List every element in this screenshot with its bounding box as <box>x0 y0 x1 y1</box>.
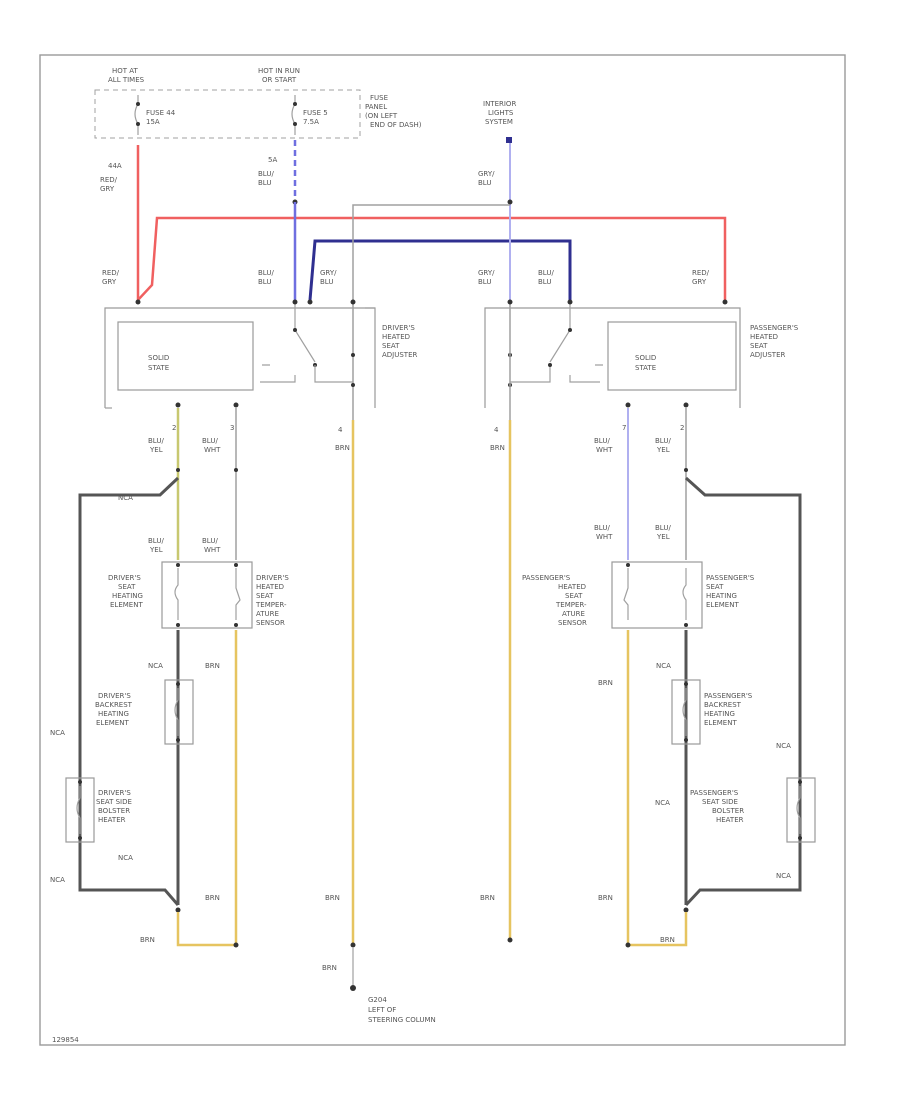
gry-blu-label-right: GRY/ BLU <box>478 269 497 286</box>
wire-5a-label: 5A <box>268 156 277 164</box>
passengers-brn-ground-wire <box>628 912 688 947</box>
drivers-blu-wht-label-2: BLU/ WHT <box>202 537 221 554</box>
drivers-brn-ground-wire <box>176 912 236 947</box>
passengers-solid-state-label: SOLID STATE <box>635 354 659 372</box>
red-gry-wire-drivers <box>136 145 727 304</box>
passengers-nca-label-bottom: NCA <box>776 872 791 880</box>
passengers-backrest-label: PASSENGER'S BACKREST HEATING ELEMENT <box>704 692 754 727</box>
ground-brn-label: BRN <box>322 964 337 972</box>
drivers-nca-label-mid: NCA <box>148 662 163 670</box>
diagram-frame <box>39 54 846 1046</box>
red-gry-label-left: RED/ GRY <box>102 269 121 286</box>
drivers-brn-label-1: BRN <box>335 444 350 452</box>
passengers-pin-7: 7 <box>622 424 626 432</box>
passengers-temp-sensor-label: PASSENGER'S HEATED SEAT TEMPER- ATURE SE… <box>522 574 589 627</box>
passengers-seat-heating-element <box>611 561 703 629</box>
passengers-backrest-heating-element <box>671 679 701 745</box>
passengers-blu-yel-label-1: BLU/ YEL <box>655 437 673 454</box>
drivers-brn-label-5: BRN <box>325 894 340 902</box>
ground-g204-label: G204 LEFT OF STEERING COLUMN <box>368 996 436 1024</box>
drivers-brn-label-3: BRN <box>205 894 220 902</box>
passengers-brn-label-3: BRN <box>598 894 613 902</box>
fuse-panel-label: FUSE PANEL (ON LEFT END OF DASH) <box>365 94 422 129</box>
red-gry-label-right: RED/ GRY <box>692 269 711 286</box>
gry-blu-label-top: GRY/ BLU <box>478 170 497 187</box>
passengers-brn-label-2: BRN <box>598 679 613 687</box>
passengers-nca-label-lower: NCA <box>655 799 670 807</box>
drivers-solid-state-label: SOLID STATE <box>148 354 172 372</box>
passengers-seat-side-bolster-heater <box>786 777 816 843</box>
passengers-blu-wht-label-2: BLU/ WHT <box>594 524 613 541</box>
drivers-pin-3: 3 <box>230 424 234 432</box>
drivers-brn-label-2: BRN <box>205 662 220 670</box>
fuse-5-label: FUSE 5 7.5A <box>303 109 330 126</box>
drivers-seat-side-bolster-heater <box>65 777 95 843</box>
drivers-nca-label-left: NCA <box>50 729 65 737</box>
passengers-heated-seat-adjuster: SOLID STATE PASSENGER'S HEATED SEAT ADJU… <box>484 299 800 420</box>
passengers-brn-label-5: BRN <box>480 894 495 902</box>
hot-in-run-label: HOT IN RUN OR START <box>258 67 302 84</box>
diagram-id: 129854 <box>52 1036 79 1044</box>
drivers-backrest-heating-element <box>164 679 194 745</box>
drivers-pin-4: 4 <box>338 426 343 434</box>
drivers-backrest-label: DRIVER'S BACKREST HEATING ELEMENT <box>95 692 134 727</box>
drivers-blu-yel-label-2: BLU/ YEL <box>148 537 166 554</box>
passengers-bolster-label: PASSENGER'S SEAT SIDE BOLSTER HEATER <box>690 789 746 824</box>
drivers-adjuster-label: DRIVER'S HEATED SEAT ADJUSTER <box>382 324 418 359</box>
passengers-seat-element-label: PASSENGER'S SEAT HEATING ELEMENT <box>706 574 756 609</box>
gry-blu-label-left: GRY/ BLU <box>320 269 339 286</box>
passengers-blu-yel-label-2: BLU/ YEL <box>655 524 673 541</box>
passengers-blu-wht-label-1: BLU/ WHT <box>594 437 613 454</box>
interior-lights-system-label: INTERIOR LIGHTS SYSTEM <box>483 100 519 126</box>
drivers-nca-ground-loop <box>78 476 180 906</box>
drivers-nca-label-top: NCA <box>118 494 133 502</box>
wire-44a-label: 44A <box>108 162 122 170</box>
fuse-44-label: FUSE 44 15A <box>146 109 177 126</box>
drivers-heated-seat-adjuster: SOLID STATE DRIVER'S HEATED SEAT ADJUSTE… <box>104 299 418 420</box>
fuse-panel: HOT AT ALL TIMES HOT IN RUN OR START FUS… <box>94 67 422 139</box>
passengers-pin-2: 2 <box>680 424 684 432</box>
drivers-nca-label-bottom: NCA <box>50 876 65 884</box>
blu-blu-label-top: BLU/ BLU <box>258 170 276 187</box>
passengers-brn-label-4: BRN <box>660 936 675 944</box>
hot-at-all-times-label: HOT AT ALL TIMES <box>108 67 145 84</box>
drivers-blu-wht-label-1: BLU/ WHT <box>202 437 221 454</box>
drivers-temp-sensor-label: DRIVER'S HEATED SEAT TEMPER- ATURE SENSO… <box>255 574 291 627</box>
passengers-nca-label-right: NCA <box>776 742 791 750</box>
passengers-nca-label-mid: NCA <box>656 662 671 670</box>
red-gry-label-top: RED/ GRY <box>100 176 119 193</box>
blu-blu-label-right: BLU/ BLU <box>538 269 556 286</box>
drivers-blu-yel-label-1: BLU/ YEL <box>148 437 166 454</box>
blu-blu-crossover-wire <box>308 239 572 301</box>
drivers-seat-heating-element <box>161 561 253 629</box>
passengers-adjuster-label: PASSENGER'S HEATED SEAT ADJUSTER <box>750 324 800 359</box>
passengers-nca-ground-loop <box>684 476 802 907</box>
drivers-pin-2: 2 <box>172 424 176 432</box>
drivers-nca-label-lower: NCA <box>118 854 133 862</box>
drivers-seat-element-label: DRIVER'S SEAT HEATING ELEMENT <box>108 574 145 609</box>
blu-blu-label-left: BLU/ BLU <box>258 269 276 286</box>
drivers-bolster-label: DRIVER'S SEAT SIDE BOLSTER HEATER <box>96 789 134 824</box>
passengers-pin-4: 4 <box>494 426 499 434</box>
drivers-brn-label-4: BRN <box>140 936 155 944</box>
passengers-brn-label-1: BRN <box>490 444 505 452</box>
